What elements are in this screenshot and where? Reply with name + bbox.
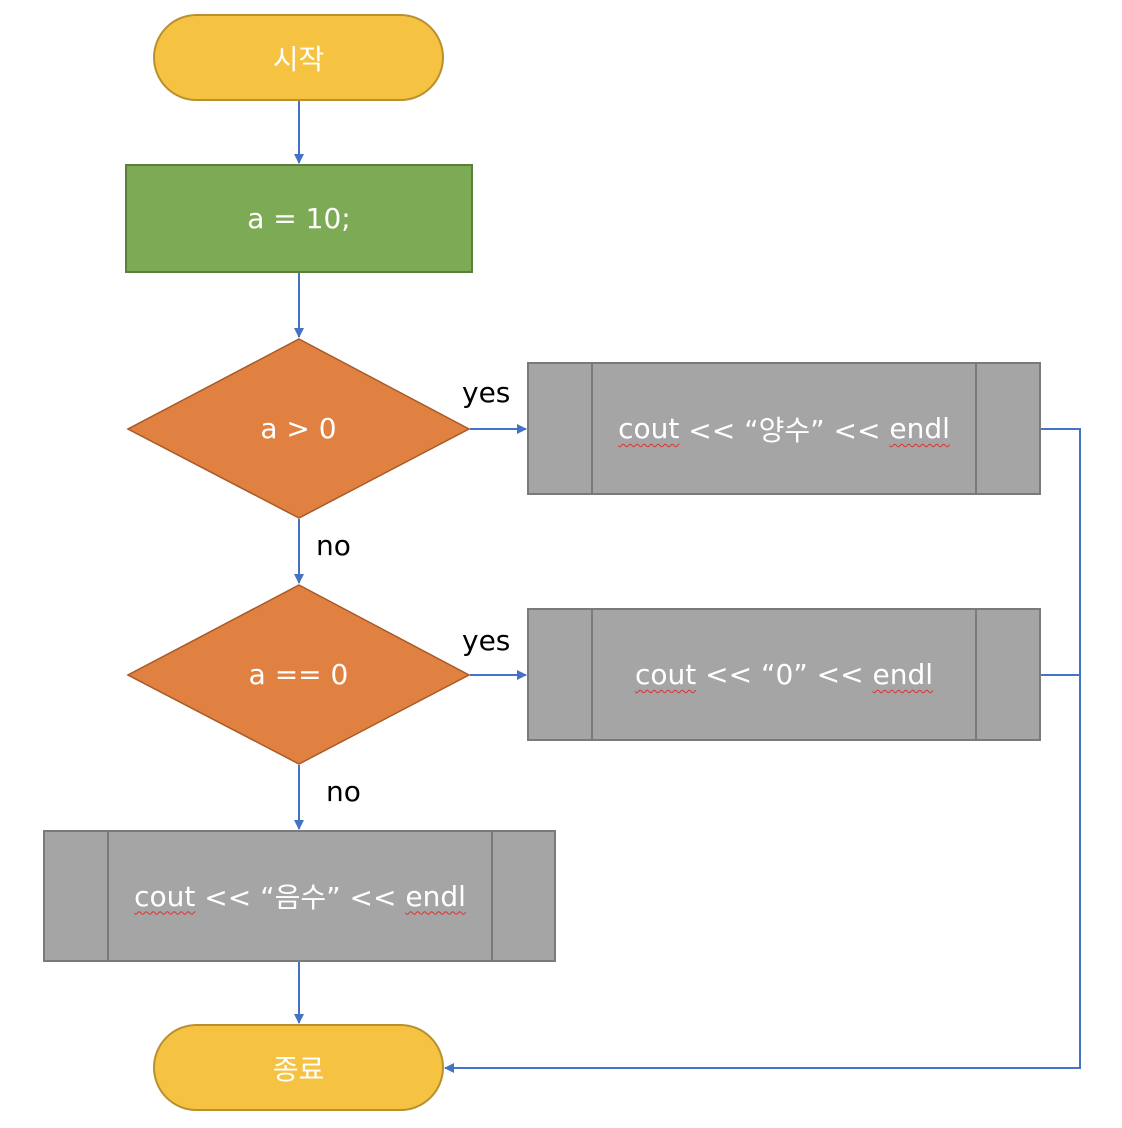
out-zero-shape	[527, 608, 1041, 741]
out-negative-label: cout << “음수” << endl	[108, 831, 492, 961]
out-zero-cout: cout	[634, 658, 697, 691]
start-label: 시작	[272, 42, 325, 76]
end-terminal-shape	[153, 1024, 444, 1111]
cond-zero-label: a == 0	[248, 658, 349, 691]
out-negative-endl: endl	[405, 879, 466, 913]
assign-process-shape	[125, 164, 473, 273]
cond-zero-decision-shape	[126, 584, 471, 765]
edge-label-no-2: no	[326, 775, 361, 808]
edge-out-positive-to-end	[444, 428, 1081, 1073]
out-positive-endl: endl	[889, 412, 950, 445]
start-terminal-shape	[153, 14, 444, 101]
cond-positive-decision-shape	[126, 338, 471, 519]
assign-label: a = 10;	[247, 202, 351, 235]
out-zero-endl: endl	[872, 658, 934, 691]
out-negative-cout: cout	[134, 879, 196, 913]
edge-label-no-1: no	[316, 529, 351, 562]
out-positive-mid: << “양수” <<	[679, 413, 890, 447]
out-negative-shape	[43, 830, 556, 962]
cond-positive-label: a > 0	[260, 412, 337, 445]
out-zero-label: cout << “0” << endl	[592, 609, 976, 740]
out-positive-label: cout << “양수” << endl	[592, 363, 976, 494]
edge-label-yes-2: yes	[462, 624, 511, 657]
out-positive-cout: cout	[618, 412, 680, 445]
out-positive-shape	[527, 362, 1041, 495]
edge-label-yes-1: yes	[462, 376, 511, 409]
out-negative-mid: << “음수” <<	[195, 881, 406, 914]
out-zero-mid: << “0” <<	[696, 658, 873, 691]
end-label: 종료	[272, 1052, 325, 1086]
